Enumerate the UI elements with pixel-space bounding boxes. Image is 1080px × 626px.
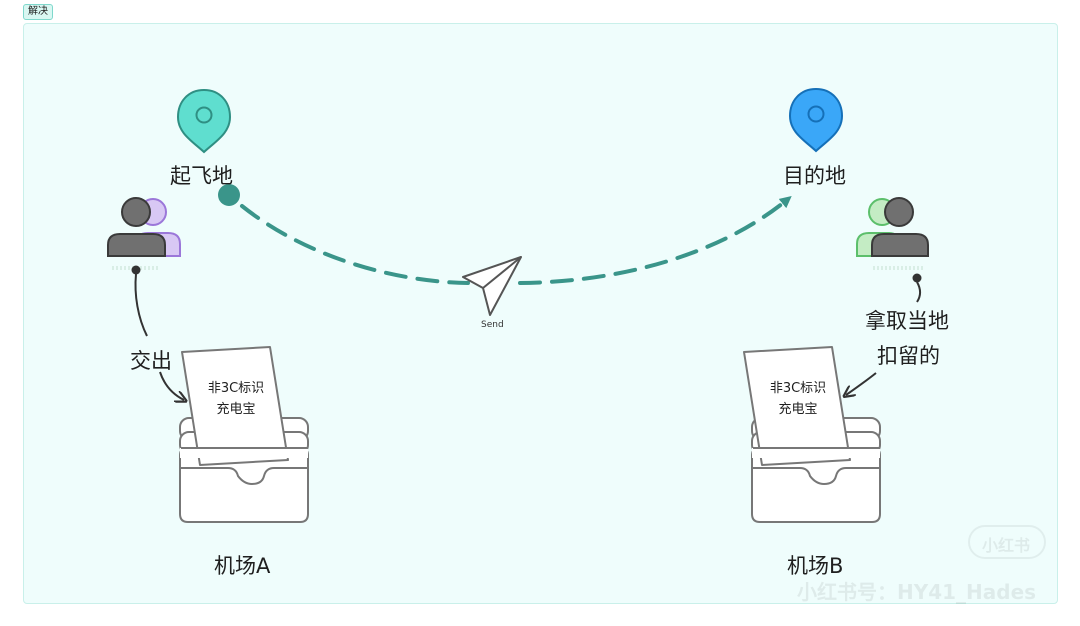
destination-label: 目的地	[783, 164, 846, 188]
person-group-right-icon	[856, 197, 929, 270]
watermark-badge	[968, 525, 1046, 559]
send-label: Send	[481, 320, 504, 330]
card-line2-left: 充电宝	[216, 402, 256, 417]
origin-pin-icon	[176, 88, 232, 154]
airport-a-label: 机场A	[214, 554, 271, 578]
retrieve-label-line2: 扣留的	[877, 344, 940, 368]
origin-label: 起飞地	[170, 164, 233, 188]
person-group-left-icon	[107, 197, 181, 270]
handover-label: 交出	[130, 349, 172, 373]
destination-pin-icon	[788, 87, 844, 153]
airport-b-label: 机场B	[787, 554, 844, 578]
watermark-badge-text: 小红书	[982, 536, 1031, 555]
card-text-right: 非3C标识 充电宝	[758, 378, 838, 420]
card-line2-right: 充电宝	[778, 402, 818, 417]
card-text-left: 非3C标识 充电宝	[196, 378, 276, 420]
flight-path	[218, 184, 792, 285]
section-tag: 解决	[23, 4, 53, 20]
retrieve-connector	[846, 273, 922, 396]
paper-tray-left-icon	[179, 346, 309, 523]
paper-tray-right-icon	[743, 346, 881, 523]
paper-plane-icon	[462, 256, 522, 316]
card-line1-left: 非3C标识	[207, 381, 265, 396]
retrieve-label-line1: 拿取当地	[865, 309, 949, 333]
handover-connector	[131, 265, 185, 401]
card-line1-right: 非3C标识	[769, 381, 827, 396]
watermark-text: 小红书号：HY41_Hades	[797, 580, 1037, 604]
